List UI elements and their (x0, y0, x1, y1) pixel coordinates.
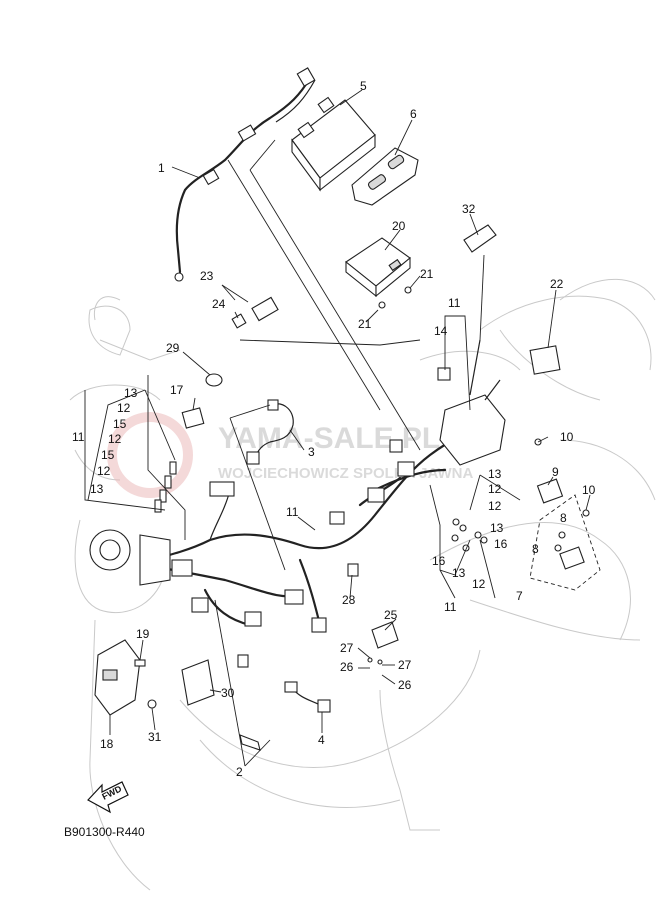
part-17-cover (181, 407, 205, 429)
part-7-group-box (529, 494, 601, 591)
callout-12e: 12 (488, 499, 502, 513)
part-21-bolts (378, 286, 412, 309)
callout-13e: 13 (452, 566, 466, 580)
fwd-arrow-icon: FWD (87, 781, 129, 814)
part-3-lead-wire (246, 399, 294, 465)
part-25-sensor (367, 621, 399, 665)
callout-27b: 27 (398, 658, 412, 672)
part-ignition-fuse-box (437, 339, 506, 466)
callout-22: 22 (550, 277, 564, 291)
callout-15a: 15 (113, 417, 127, 431)
callout-11c: 11 (286, 505, 299, 519)
callout-labels: 1 2 3 4 5 6 7 8 8 9 10 10 11 11 11 11 12… (72, 79, 596, 779)
watermark-line2: WOJCIECHOWICZ SPOLKA JAWNA (218, 465, 473, 482)
callout-13c: 13 (488, 467, 502, 481)
callout-13b: 13 (90, 482, 104, 496)
fuse-terminals-left (154, 461, 177, 513)
callout-9: 9 (552, 465, 559, 479)
part-4-lead (284, 681, 331, 713)
callout-13d: 13 (490, 521, 504, 535)
callout-11d: 11 (444, 600, 457, 614)
callout-3: 3 (308, 445, 315, 459)
part-2-sensor (239, 734, 261, 751)
callout-13a: 13 (124, 386, 138, 400)
callout-26a: 26 (340, 660, 354, 674)
callout-17: 17 (170, 383, 184, 397)
callout-12a: 12 (117, 401, 131, 415)
callout-15b: 15 (101, 448, 115, 462)
callout-11b: 11 (72, 430, 85, 444)
part-32-cap (463, 224, 497, 253)
callout-12f: 12 (472, 577, 486, 591)
callout-29: 29 (166, 341, 180, 355)
part-6-battery-band (351, 147, 419, 206)
callout-24: 24 (212, 297, 226, 311)
part-11-main-wire-harness (148, 423, 492, 668)
callout-30: 30 (221, 686, 235, 700)
callout-19: 19 (136, 627, 150, 641)
callout-21a: 21 (420, 267, 434, 281)
callout-7: 7 (516, 589, 523, 603)
part-9-fuse-holder (534, 438, 590, 517)
callout-4: 4 (318, 733, 325, 747)
callout-16a: 16 (432, 554, 446, 568)
callout-11a: 11 (448, 296, 461, 310)
part-5-battery (291, 96, 376, 192)
callout-1: 1 (158, 161, 165, 175)
callout-12b: 12 (108, 432, 122, 446)
callout-23: 23 (200, 269, 214, 283)
callout-20: 20 (392, 219, 406, 233)
callout-16b: 16 (494, 537, 508, 551)
callout-12c: 12 (97, 464, 111, 478)
part-18-control-unit (94, 639, 157, 716)
callout-2: 2 (236, 765, 243, 779)
callout-10b: 10 (582, 483, 596, 497)
reference-code: B901300-R440 (64, 825, 145, 839)
ghost-frame-outline (69, 278, 656, 891)
part-20-relay-unit (345, 237, 411, 298)
watermark-line1: YAMA-SALE.PL (218, 422, 440, 455)
part-1-sub-wire-harness (174, 67, 316, 282)
part-22-relay (529, 345, 561, 375)
callout-8a: 8 (560, 511, 567, 525)
callout-18: 18 (100, 737, 114, 751)
callout-27a: 27 (340, 641, 354, 655)
part-28-grommet (347, 563, 359, 577)
callout-28: 28 (342, 593, 356, 607)
callout-12d: 12 (488, 482, 502, 496)
callout-14: 14 (434, 324, 448, 338)
callout-21b: 21 (358, 317, 372, 331)
callout-6: 6 (410, 107, 417, 121)
callout-5: 5 (360, 79, 367, 93)
part-29-clamp (205, 373, 223, 387)
callout-26b: 26 (398, 678, 412, 692)
callout-8b: 8 (532, 542, 539, 556)
callout-31: 31 (148, 730, 162, 744)
callout-25: 25 (384, 608, 398, 622)
part-23-24-connector (231, 296, 279, 329)
leader-lines (84, 89, 591, 767)
part-30-resistor (181, 659, 215, 706)
callout-10a: 10 (560, 430, 574, 444)
callout-32: 32 (462, 202, 476, 216)
headlight-area (89, 529, 171, 586)
